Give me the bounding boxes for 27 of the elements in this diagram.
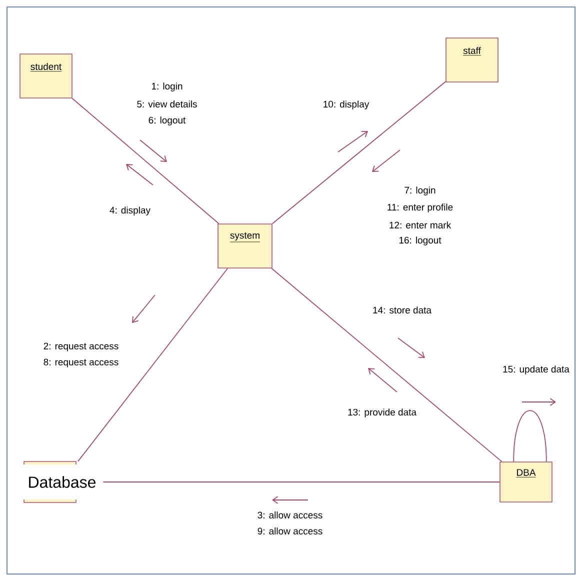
message-label: 12: enter mark — [390, 222, 452, 228]
object-box: system — [218, 224, 272, 268]
message-label: 4: display — [110, 206, 150, 216]
message-label: 15: update data — [503, 366, 570, 374]
message-label: 11: enter profile — [388, 204, 453, 212]
message-label: 1: login — [152, 82, 182, 92]
message-label: 13: provide data — [348, 408, 416, 418]
node-label: Database — [29, 476, 96, 488]
self-loop — [513, 410, 547, 462]
message-label: 6: logout — [148, 116, 186, 126]
message-label: 5: view details — [137, 100, 197, 108]
message-label: 16: logout — [399, 236, 442, 246]
object-box: DBA — [500, 462, 552, 502]
message-label: 2: request access — [44, 342, 118, 352]
link-line — [72, 98, 220, 224]
message-label: 9: allow access — [258, 528, 322, 534]
message-label: 10: display — [324, 100, 370, 110]
message-label: 14: store data — [373, 306, 432, 314]
message-label: 7: login — [404, 186, 436, 196]
datastore-box: Database — [24, 461, 96, 503]
object-box: staff — [446, 38, 498, 82]
link-line — [271, 268, 502, 462]
link-line — [78, 268, 228, 462]
link-line — [272, 81, 446, 224]
object-box: student — [20, 54, 72, 98]
message-label: 8: request access — [44, 358, 118, 368]
message-label: 3: allow access — [258, 512, 322, 518]
